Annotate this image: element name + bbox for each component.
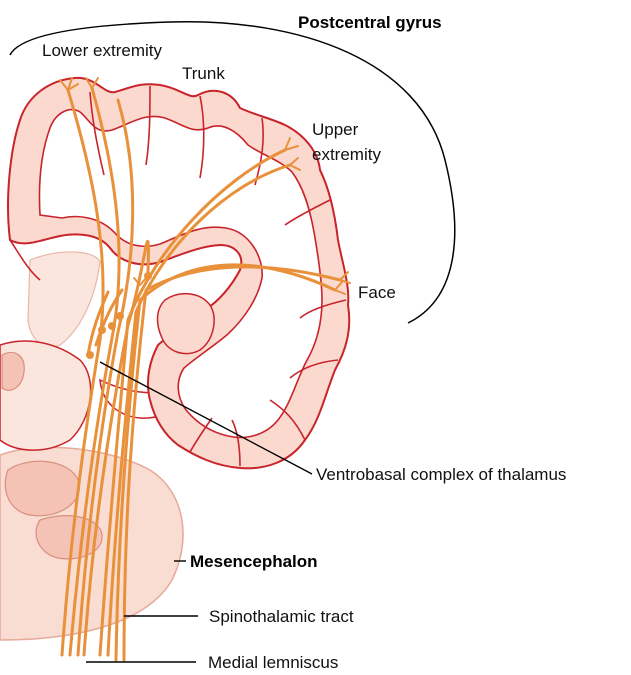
neuron-cell-2 [116, 312, 124, 320]
internal-capsule-shape [28, 252, 100, 347]
ventrobasal-complex-label: Ventrobasal complex of thalamus [316, 465, 566, 484]
neuron-cell-1 [144, 272, 152, 280]
medial-lemniscus-label: Medial lemniscus [208, 653, 338, 672]
trunk-label: Trunk [182, 64, 225, 83]
spinothalamic-tract-label: Spinothalamic tract [209, 607, 354, 626]
neuron-cell-5 [86, 351, 94, 359]
neuron-cell-3 [108, 322, 116, 330]
lower-extremity-label: Lower extremity [42, 41, 162, 60]
postcentral-gyrus-label: Postcentral gyrus [298, 13, 442, 32]
upper-extremity-label-line1: Upper [312, 120, 359, 139]
face-label: Face [358, 283, 396, 302]
mesencephalon-label: Mesencephalon [190, 552, 318, 571]
neuron-cell-4 [98, 326, 106, 334]
insula-fold [157, 294, 214, 354]
upper-extremity-label-line2: extremity [312, 145, 381, 164]
